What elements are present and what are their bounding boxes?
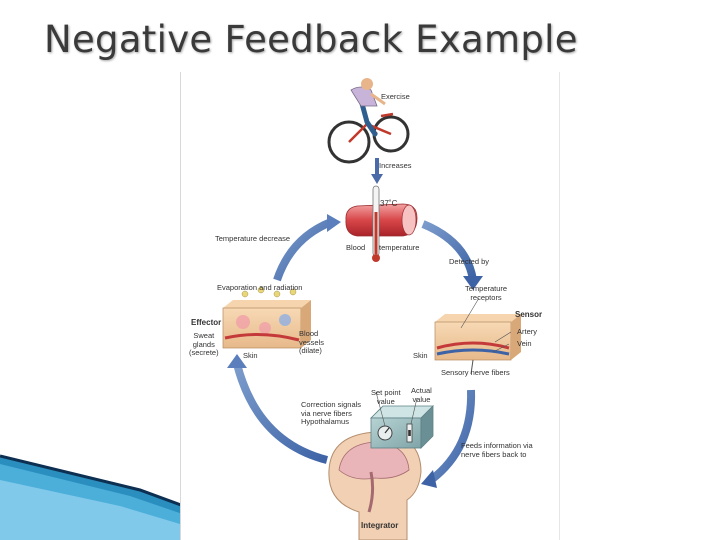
label-blood-vessels-line3: (dilate) <box>299 347 324 356</box>
feedback-diagram: Exercise Increases 37˚C Blood temperatur… <box>180 72 560 540</box>
label-feeds-line2: nerve fibers back to <box>461 451 533 460</box>
label-temperature-receptors: Temperature receptors <box>465 285 507 302</box>
sensor-skin-block <box>435 314 521 374</box>
label-feeds-information: Feeds information via nerve fibers back … <box>461 442 533 459</box>
label-detected-by: Detected by <box>449 258 489 267</box>
label-increases: Increases <box>379 162 412 171</box>
slide-title: Negative Feedback Example <box>44 18 578 61</box>
cyclist-illustration <box>329 78 408 162</box>
label-vein: Vein <box>517 340 532 349</box>
label-blood: Blood <box>346 244 365 253</box>
label-actual-value: Actual value <box>411 387 432 404</box>
label-effector: Effector <box>191 318 221 327</box>
label-temperature-decrease: Temperature decrease <box>215 235 290 244</box>
label-correction-signals: Correction signals via nerve fibers Hypo… <box>301 401 361 427</box>
decorative-swoosh <box>0 450 200 540</box>
arrow-feeds-information <box>431 390 471 480</box>
label-set-point-line2: value <box>371 398 401 407</box>
label-blood-vessels: Blood vessels (dilate) <box>299 330 324 356</box>
diagram-graphics <box>181 72 559 540</box>
label-sensor: Sensor <box>515 310 542 319</box>
label-temperature-receptors-line2: receptors <box>465 294 507 303</box>
label-thermometer-value: 37˚C <box>380 199 397 208</box>
integrator-box <box>371 406 433 448</box>
label-artery: Artery <box>517 328 537 337</box>
label-set-point-value: Set point value <box>371 389 401 406</box>
arrow-detected-by <box>423 224 473 280</box>
label-temperature: temperature <box>379 244 419 253</box>
label-sensory-nerve-fibers: Sensory nerve fibers <box>441 369 510 378</box>
label-skin-effector: Skin <box>243 352 258 361</box>
label-correction-line3: Hypothalamus <box>301 418 361 427</box>
effector-skin-block <box>223 287 311 348</box>
label-exercise: Exercise <box>381 93 410 102</box>
label-skin-sensor: Skin <box>413 352 428 361</box>
label-sweat-glands: Sweat glands (secrete) <box>189 332 219 358</box>
label-integrator: Integrator <box>361 521 398 530</box>
label-actual-line2: value <box>411 396 432 405</box>
label-evaporation-radiation: Evaporation and radiation <box>217 284 302 293</box>
arrow-temperature-decrease <box>277 222 331 280</box>
label-sweat-glands-line3: (secrete) <box>189 349 219 358</box>
